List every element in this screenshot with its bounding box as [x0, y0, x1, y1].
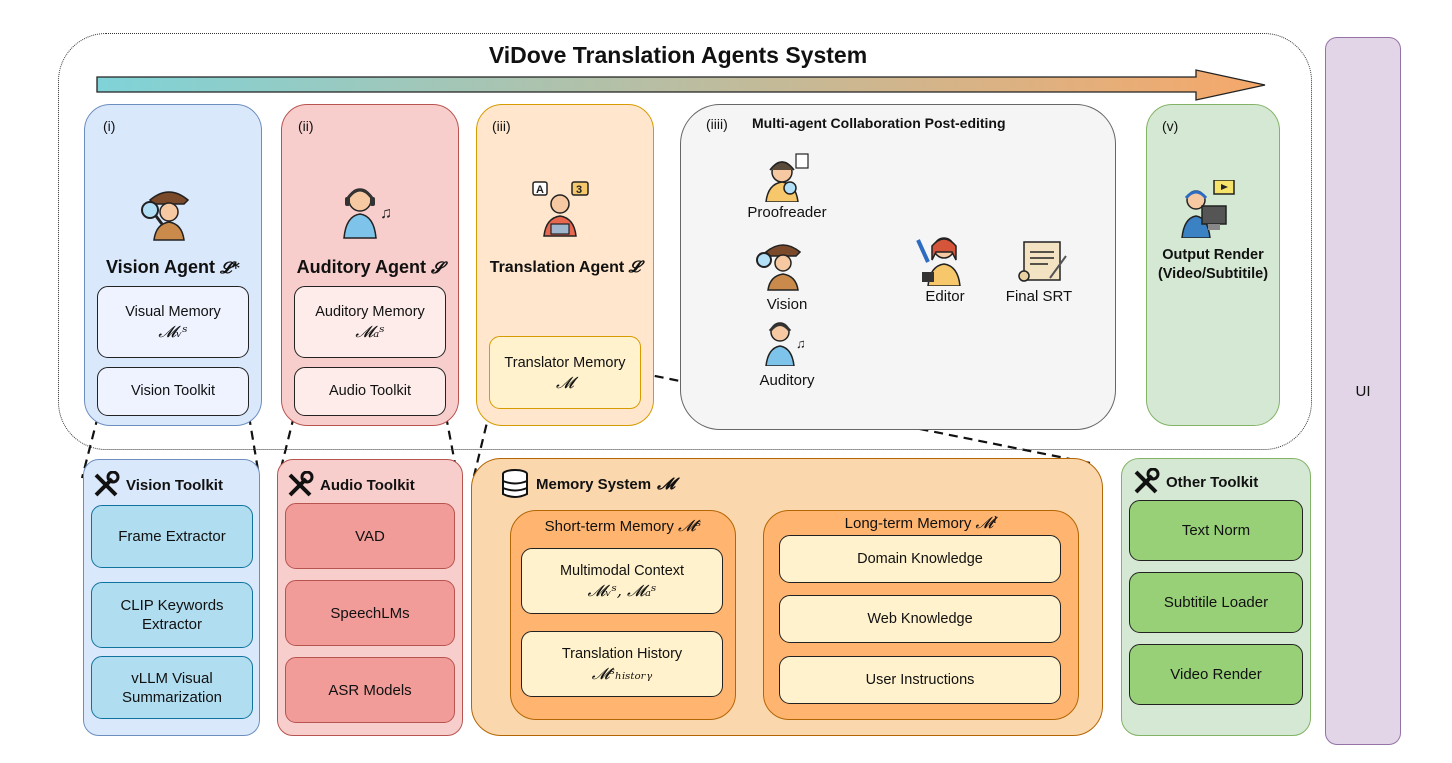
speechlms-tool: SpeechLMs	[285, 580, 455, 646]
text-norm-tool: Text Norm	[1129, 500, 1303, 561]
auditory-memory-label: Auditory Memory	[315, 304, 425, 320]
vision-toolkit-label: Vision Toolkit	[130, 383, 216, 399]
domain-knowledge-box: Domain Knowledge	[779, 535, 1061, 583]
audio-toolkit-label: Audio Toolkit	[329, 383, 411, 399]
screen-person-icon	[1180, 180, 1240, 238]
auditory-label: Auditory	[759, 372, 815, 389]
frame-extractor: Frame Extractor	[91, 505, 253, 568]
svg-text:♫: ♫	[380, 205, 392, 222]
long-term-memory-title: Long-term Memory 𝓜ˡ	[844, 513, 998, 532]
system-title: ViDove Translation Agents System	[488, 42, 868, 68]
multimodal-context-label: Multimodal Context	[559, 563, 685, 579]
clip-keywords-extractor: CLIP Keywords Extractor	[91, 582, 253, 648]
translator-memory-label: Translator Memory	[504, 354, 626, 371]
short-term-memory-title: Short-term Memory 𝓜ˢ	[544, 516, 702, 535]
subtitle-loader-tool: Subtitile Loader	[1129, 572, 1303, 633]
vision-label: Vision	[766, 296, 808, 313]
pipeline-arrow	[96, 69, 1266, 101]
scroll-icon	[1016, 238, 1070, 284]
visual-memory-symbol: 𝓜ᵥˢ	[158, 322, 188, 341]
final-srt-label: Final SRT	[1005, 288, 1073, 305]
auditory-agent-small-icon: ♫	[762, 316, 812, 366]
vision-toolkit-box: Vision Toolkit	[97, 367, 249, 416]
detective-icon	[136, 180, 202, 242]
user-instructions-box: User Instructions	[779, 656, 1061, 704]
translator-icon: A 3	[530, 180, 592, 240]
multimodal-context-symbol: 𝓜ᵥˢ, 𝓜ₐˢ	[587, 581, 657, 600]
visual-memory-box: Visual Memory 𝓜ᵥˢ	[97, 286, 249, 358]
auditory-agent-number: (ii)	[298, 118, 314, 134]
svg-text:3: 3	[576, 184, 582, 196]
translator-memory-symbol: 𝓜	[556, 372, 574, 392]
auditory-agent-title: Auditory Agent 𝓢	[296, 257, 444, 277]
audio-toolkit-box: Audio Toolkit	[294, 367, 446, 416]
ui-panel: UI	[1325, 37, 1401, 745]
post-editing-number: (iiii)	[706, 116, 728, 132]
ui-label: UI	[1355, 382, 1371, 400]
visual-memory-label: Visual Memory	[125, 304, 221, 320]
auditory-memory-symbol: 𝓜ₐˢ	[355, 322, 385, 341]
audio-toolkit-title: Audio Toolkit	[320, 476, 415, 494]
editor-icon	[914, 232, 970, 286]
translation-history-box: Translation History 𝓜ˢₕᵢₛₜₒᵣᵧ	[521, 631, 723, 697]
database-icon	[502, 469, 528, 498]
output-render-number: (v)	[1162, 118, 1179, 134]
translation-agent-number: (iii)	[492, 118, 511, 134]
proofreader-label: Proofreader	[747, 204, 827, 221]
web-knowledge-box: Web Knowledge	[779, 595, 1061, 643]
video-render-tool: Video Render	[1129, 644, 1303, 705]
vision-toolkit-title: Vision Toolkit	[126, 476, 223, 494]
proofreader-icon	[760, 152, 814, 202]
translator-memory-box: Translator Memory 𝓜	[489, 336, 641, 409]
memory-system-header: Memory System 𝓜	[500, 468, 675, 500]
vision-toolkit-header: Vision Toolkit	[92, 471, 223, 499]
auditory-memory-box: Auditory Memory 𝓜ₐˢ	[294, 286, 446, 358]
translation-agent-title: Translation Agent 𝓛	[489, 257, 641, 276]
memory-system-symbol: 𝓜	[657, 474, 675, 493]
output-render-panel	[1146, 104, 1280, 426]
memory-system-title: Memory System	[536, 475, 652, 493]
output-render-line2: (Video/Subtitile)	[1157, 266, 1269, 282]
translation-history-label: Translation History	[561, 646, 683, 662]
vllm-visual-summarization: vLLM Visual Summarization	[91, 656, 253, 719]
audio-toolkit-header: Audio Toolkit	[286, 471, 415, 499]
vision-agent-small-icon	[752, 236, 814, 292]
other-toolkit-header: Other Toolkit	[1132, 468, 1258, 496]
wrench-screwdriver-icon	[94, 471, 120, 497]
vision-agent-number: (i)	[103, 118, 116, 134]
multimodal-context-box: Multimodal Context 𝓜ᵥˢ, 𝓜ₐˢ	[521, 548, 723, 614]
editor-label: Editor	[925, 288, 965, 305]
output-render-title: Output Render (Video/Subtitile)	[1146, 246, 1280, 284]
asr-models-tool: ASR Models	[285, 657, 455, 723]
wrench-screwdriver-icon	[1134, 468, 1160, 494]
wrench-screwdriver-icon	[288, 471, 314, 497]
other-toolkit-title: Other Toolkit	[1166, 473, 1259, 491]
vision-agent-title: Vision Agent 𝓛*	[105, 257, 241, 277]
post-editing-title: Multi-agent Collaboration Post-editing	[752, 115, 1006, 131]
system-boundary	[58, 33, 1312, 450]
svg-text:A: A	[536, 184, 544, 196]
headphones-person-icon: ♫	[336, 178, 398, 240]
vad-tool: VAD	[285, 503, 455, 569]
translation-history-symbol: 𝓜ˢₕᵢₛₜₒᵣᵧ	[591, 664, 653, 683]
svg-text:♫: ♫	[796, 336, 806, 351]
output-render-line1: Output Render	[1162, 247, 1264, 263]
